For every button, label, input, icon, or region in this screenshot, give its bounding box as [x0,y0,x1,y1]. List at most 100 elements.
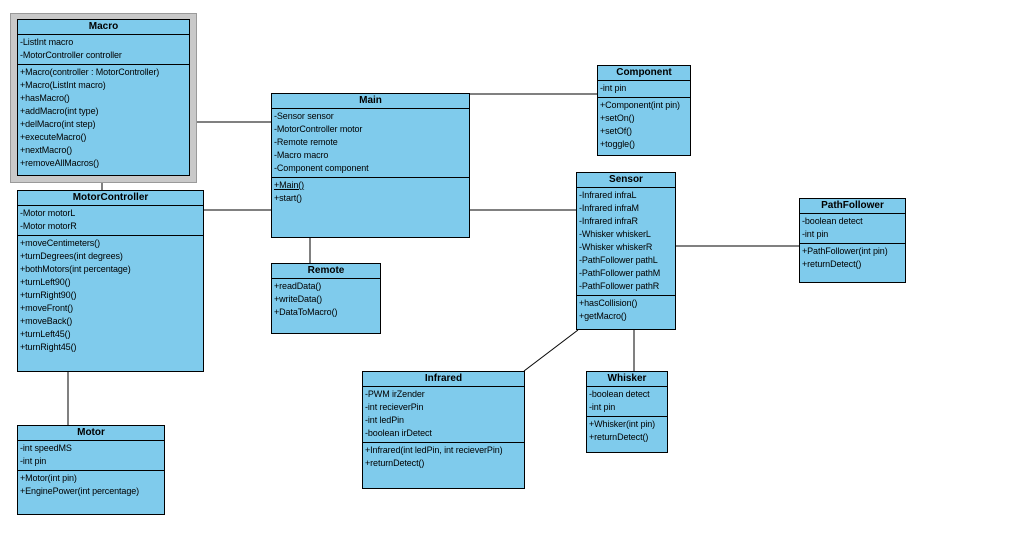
method: +hasMacro() [20,93,70,103]
class-macro[interactable]: Macro -ListInt macro -MotorController co… [17,19,190,176]
attributes-compartment: -Motor motorL -Motor motorR [18,206,203,236]
methods-compartment: +Main() +start() [272,178,469,237]
methods-compartment: +readData() +writeData() +DataToMacro() [272,279,380,333]
attribute: -MotorController controller [20,50,122,60]
attribute: -boolean detect [802,216,863,226]
method: +readData() [274,281,322,291]
class-sensor[interactable]: Sensor -Infrared infraL -Infrared infraM… [576,172,676,330]
method: +returnDetect() [365,458,425,468]
attribute: -Remote remote [274,137,338,147]
class-whisker[interactable]: Whisker -boolean detect -int pin +Whiske… [586,371,668,453]
attributes-compartment: -ListInt macro -MotorController controll… [18,35,189,65]
methods-compartment: +moveCentimeters() +turnDegrees(int degr… [18,236,203,371]
method: +Whisker(int pin) [589,419,656,429]
method: +bothMotors(int percentage) [20,264,131,274]
attribute: -int pin [589,402,616,412]
attribute: -MotorController motor [274,124,363,134]
attribute: -int speedMS [20,443,72,453]
attribute: -Motor motorL [20,208,76,218]
method: +returnDetect() [589,432,649,442]
class-title: Macro [18,20,189,35]
method: +Component(int pin) [600,100,680,110]
class-title: Motor [18,426,164,441]
method: +Macro(controller : MotorController) [20,67,160,77]
method: +writeData() [274,294,323,304]
attribute: -boolean irDetect [365,428,432,438]
attribute: -int pin [600,83,627,93]
methods-compartment: +Infrared(int ledPin, int recieverPin) +… [363,443,524,488]
attribute: -Motor motorR [20,221,77,231]
attributes-compartment: -int pin [598,81,690,98]
connector-sensor-infrared[interactable] [523,329,579,372]
attribute: -int pin [20,456,47,466]
attributes-compartment: -Infrared infraL -Infrared infraM -Infra… [577,188,675,296]
attribute: -Sensor sensor [274,111,334,121]
attributes-compartment: -Sensor sensor -MotorController motor -R… [272,109,469,178]
class-title: Component [598,66,690,81]
method: +nextMacro() [20,145,73,155]
attribute: -Infrared infraM [579,203,639,213]
attributes-compartment: -int speedMS -int pin [18,441,164,471]
method: +turnLeft45() [20,329,71,339]
method: +executeMacro() [20,132,87,142]
class-title: Main [272,94,469,109]
method: +setOf() [600,126,632,136]
attribute: -int recieverPin [365,402,424,412]
methods-compartment: +Macro(controller : MotorController) +Ma… [18,65,189,175]
method: +toggle() [600,139,635,149]
methods-compartment: +Motor(int pin) +EnginePower(int percent… [18,471,164,514]
attribute: -int pin [802,229,829,239]
class-component[interactable]: Component -int pin +Component(int pin) +… [597,65,691,156]
attribute: -Infrared infraL [579,190,637,200]
method: +removeAllMacros() [20,158,99,168]
methods-compartment: +PathFollower(int pin) +returnDetect() [800,244,905,282]
class-main[interactable]: Main -Sensor sensor -MotorController mot… [271,93,470,238]
class-infrared[interactable]: Infrared -PWM irZender -int recieverPin … [362,371,525,489]
method: +setOn() [600,113,635,123]
attribute: -ListInt macro [20,37,74,47]
attributes-compartment: -PWM irZender -int recieverPin -int ledP… [363,387,524,443]
class-title: Sensor [577,173,675,188]
attribute: -Infrared infraR [579,216,638,226]
method: +turnLeft90() [20,277,71,287]
method: +moveBack() [20,316,73,326]
method: +addMacro(int type) [20,106,99,116]
class-title: MotorController [18,191,203,206]
attribute: -int ledPin [365,415,404,425]
methods-compartment: +hasCollision() +getMacro() [577,296,675,329]
methods-compartment: +Component(int pin) +setOn() +setOf() +t… [598,98,690,155]
class-motorcontroller[interactable]: MotorController -Motor motorL -Motor mot… [17,190,204,372]
attribute: -PathFollower pathR [579,281,660,291]
method: +moveCentimeters() [20,238,100,248]
method: +getMacro() [579,311,627,321]
method: +turnRight90() [20,290,77,300]
attribute: -boolean detect [589,389,650,399]
attribute: -PathFollower pathL [579,255,658,265]
class-title: Remote [272,264,380,279]
attribute: -Whisker whiskerL [579,229,651,239]
attribute: -Macro macro [274,150,329,160]
class-title: Whisker [587,372,667,387]
attribute: -Whisker whiskerR [579,242,653,252]
method-static: +Main() [274,180,305,190]
method: +turnDegrees(int degrees) [20,251,123,261]
method: +Motor(int pin) [20,473,77,483]
class-motor[interactable]: Motor -int speedMS -int pin +Motor(int p… [17,425,165,515]
method: +Macro(ListInt macro) [20,80,106,90]
method: +turnRight45() [20,342,77,352]
method: +start() [274,193,302,203]
method: +DataToMacro() [274,307,338,317]
class-pathfollower[interactable]: PathFollower -boolean detect -int pin +P… [799,198,906,283]
method: +Infrared(int ledPin, int recieverPin) [365,445,503,455]
method: +PathFollower(int pin) [802,246,888,256]
method: +moveFront() [20,303,74,313]
attributes-compartment: -boolean detect -int pin [587,387,667,417]
attribute: -PWM irZender [365,389,425,399]
class-title: PathFollower [800,199,905,214]
class-remote[interactable]: Remote +readData() +writeData() +DataToM… [271,263,381,334]
class-title: Infrared [363,372,524,387]
attribute: -PathFollower pathM [579,268,661,278]
method: +delMacro(int step) [20,119,96,129]
